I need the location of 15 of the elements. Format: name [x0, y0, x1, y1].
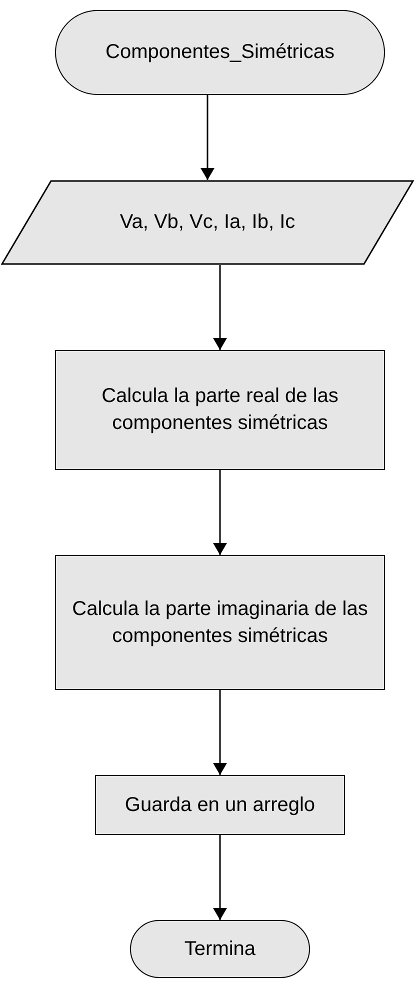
node-text: Va, Vb, Vc, Ia, Ib, Ic: [118, 210, 296, 235]
node-text: Calcula la parte imaginaria de las componentes simétricas: [71, 596, 369, 648]
arrow: [213, 470, 227, 555]
process-box: [55, 350, 385, 470]
process-box: [95, 775, 345, 835]
node-text: Calcula la parte real de las componentes simétricas: [100, 384, 340, 436]
input-parallelogram: [1, 180, 414, 265]
node-text: Componentes_Simétricas: [104, 40, 336, 65]
node-text: Termina: [183, 936, 257, 962]
arrow: [213, 265, 227, 350]
arrow: [213, 690, 227, 775]
arrow: [213, 835, 227, 920]
arrow: [200, 95, 214, 180]
node-text: Guarda en un arreglo: [124, 792, 316, 818]
process-box: [55, 555, 385, 690]
